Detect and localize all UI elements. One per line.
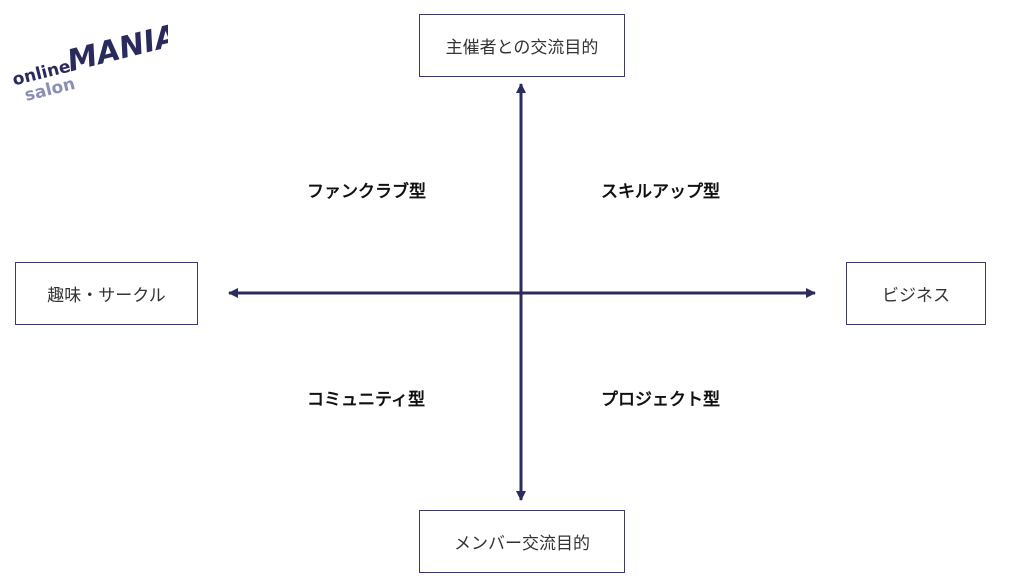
axis-label-right: ビジネス [846, 262, 986, 325]
axis-label-left-text: 趣味・サークル [47, 286, 166, 306]
online-salon-mania-logo: online salon MANIA [11, 18, 168, 106]
quadrant-label-project: プロジェクト型 [601, 390, 720, 410]
axis-label-right-text: ビジネス [882, 286, 950, 306]
axis-label-top-text: 主催者との交流目的 [445, 38, 599, 58]
axis-label-left: 趣味・サークル [15, 262, 198, 325]
quadrant-label-skillup: スキルアップ型 [601, 182, 720, 202]
axis-label-bottom-text: メンバー交流目的 [454, 534, 590, 554]
axis-label-top: 主催者との交流目的 [419, 14, 625, 77]
axis-label-bottom: メンバー交流目的 [419, 510, 625, 573]
quadrant-label-community: コミュニティ型 [307, 390, 425, 410]
quadrant-label-fanclub: ファンクラブ型 [307, 182, 426, 202]
